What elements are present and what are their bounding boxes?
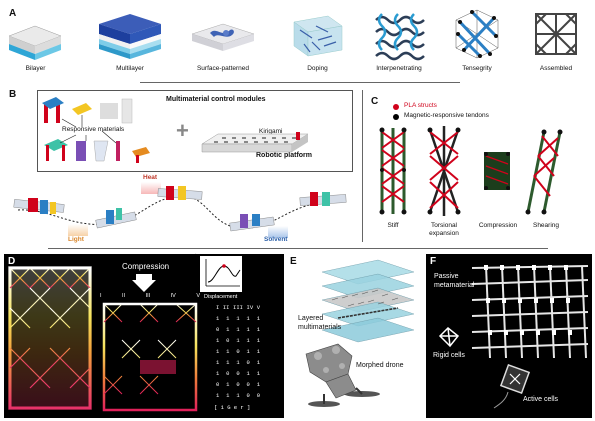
compression-label: Compression [122,262,170,271]
compression-arrow [132,274,156,292]
layered-multimaterials-label: Layered multimaterials [298,315,342,331]
heat-gradient [141,182,161,194]
legend-black-label: Magnetic-responsive tendons [404,112,489,119]
solvent-label: Solvent [264,236,288,243]
robotic-platform-label: Robotic platform [256,152,312,159]
divider-bc [362,90,363,242]
caption-interpenetrating: Interpenetrating [376,65,422,72]
panel-label-a: A [9,8,17,19]
panel-label-f: F [430,256,437,267]
morphed-drone-illustration [305,343,380,407]
caption-multilayer: Multilayer [116,65,144,72]
rigid-cells-label: Rigid cells [433,352,465,359]
divider-b [48,248,548,249]
caption-assembled: Assembled [539,65,573,72]
passive-metamaterial-grid [471,265,589,359]
multilayer-illustration [99,14,161,59]
layered-multimaterials-illustration [321,259,415,343]
bit-table-footer: [ 1 G e r ] [214,404,251,411]
roman-numeral: III [145,293,151,299]
c-label-shearing: Shearing [532,222,560,229]
roman-numeral: II [122,293,126,299]
metamaterial-lattice-compressed [102,302,198,412]
light-label: Light [68,236,84,243]
plus-sign: + [176,118,189,143]
metamaterial-lattice-left [8,266,92,410]
modules-title: Multimaterial control modules [166,96,266,103]
surface-patterned-illustration [191,23,255,51]
roman-numerals-top: I II III IV V [100,293,200,299]
energy-axis-label: Energy [194,253,199,268]
tensegrity-torsional [427,126,461,216]
interpenetrating-illustration [375,13,425,61]
legend-black-marker [393,114,399,120]
legend-red-label: PLA structs [404,102,437,109]
divider-a [140,82,460,83]
active-cell-illustration [493,363,531,409]
caption-tensegrity: Tensegrity [462,65,492,72]
modules-box [37,90,353,172]
panel-label-d: D [8,256,16,267]
tensegrity-shearing [525,129,563,215]
c-label-torsional: Torsional expansion [429,222,459,237]
tensegrity-illustration [455,9,499,59]
kirigami-platform-illustration [201,132,309,153]
solvent-gradient [268,226,288,238]
caption-doping: Doping [307,65,328,72]
c-label-compression: Compression [478,222,518,229]
light-gradient [68,224,88,236]
caption-bilayer: Bilayer [25,65,46,72]
control-modules-illustration [42,97,150,163]
heat-label: Heat [143,174,158,181]
caption-surface-patterned: Surface-patterned [196,65,250,72]
tensegrity-stiff [379,127,407,215]
tensegrity-compression [484,152,510,190]
bilayer-illustration [8,25,62,60]
c-label-stiff: Stiff [387,222,399,229]
panel-label-e: E [290,256,297,267]
active-cells-label: Active cells [523,396,559,403]
locomotion-path-illustration [13,186,347,232]
assembled-illustration [535,13,577,55]
responsive-label: Responsive materials [62,126,125,133]
morphed-drone-label: Morphed drone [356,362,404,369]
kirigami-label: Kirigami [259,128,283,135]
displacement-label: Displacement [204,294,238,300]
rigid-cell-icon [438,326,460,348]
panel-label-c: C [371,96,379,107]
energy-plot [200,256,242,292]
panel-label-b: B [9,89,17,100]
roman-numeral: IV [170,293,176,299]
roman-numeral: I [100,293,102,299]
legend-red-marker [393,104,399,110]
roman-numeral: V [196,293,200,299]
doping-illustration [293,15,343,57]
passive-metamaterial-label: Passive metamaterial [434,273,475,289]
